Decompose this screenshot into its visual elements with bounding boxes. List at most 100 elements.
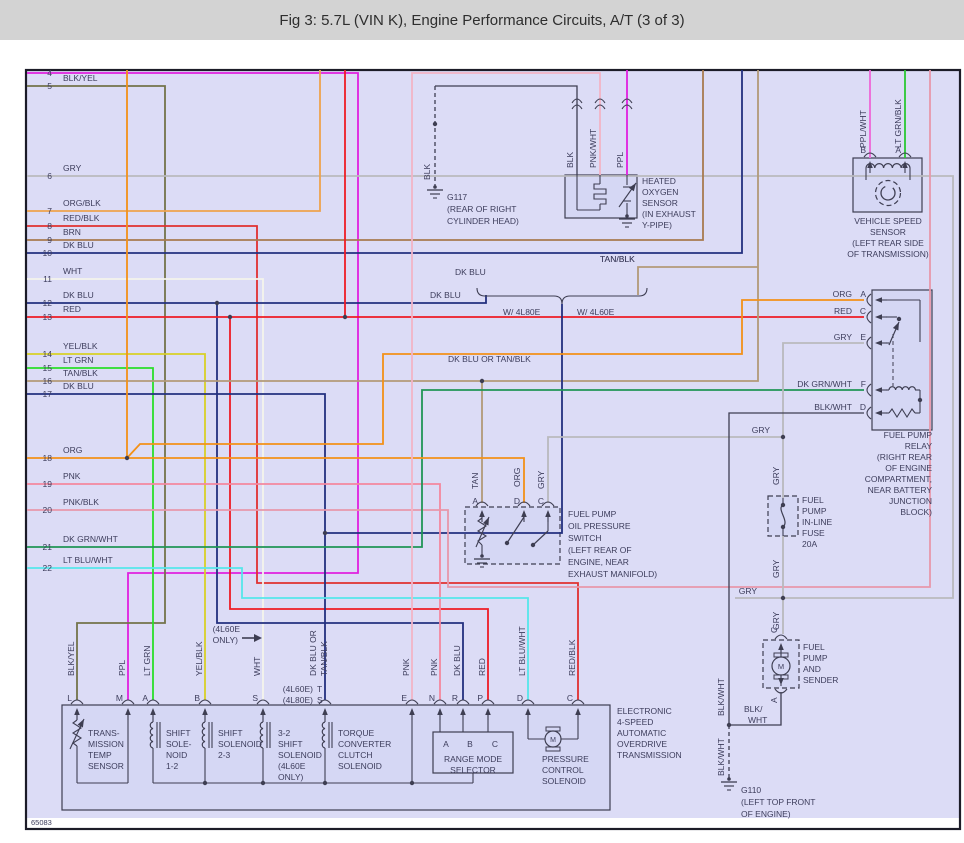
- diagram-label: RANGE MODE: [444, 754, 502, 764]
- glyph-heater: [593, 183, 607, 205]
- junction-dot: [780, 434, 786, 440]
- diagram-label: SOLE-: [166, 739, 192, 749]
- wire-16-tanblk: [27, 70, 759, 382]
- diagram-label: NOID: [166, 750, 187, 760]
- diagram-label: E: [401, 693, 407, 703]
- pins-switch: [475, 501, 555, 522]
- glyph-tempres: [69, 718, 85, 750]
- glyph-fuses: [780, 504, 786, 528]
- diagram-label: ENGINE, NEAR: [568, 557, 629, 567]
- diagram-label: CLUTCH: [338, 750, 372, 760]
- diagram-label: COMPARTMENT,: [865, 474, 932, 484]
- diagram-label: DK BLU: [452, 645, 462, 676]
- diagram-label: BLK/WHT: [716, 738, 726, 776]
- diagram-label: BLK/WHT: [716, 678, 726, 716]
- diagram-label: RED: [834, 306, 852, 316]
- diagram-label: GRY: [771, 466, 781, 485]
- break-icon: [621, 98, 633, 104]
- diagram-label: YEL/BLK: [194, 641, 204, 676]
- diagram-label: 7: [47, 206, 52, 216]
- diagram-label: RED/BLK: [63, 213, 100, 223]
- glyph-relayguts: [888, 321, 916, 419]
- diagram-label: PNK: [429, 658, 439, 676]
- pin-arc: [198, 699, 212, 705]
- pin-arc: [146, 699, 160, 705]
- pin-arc: [571, 699, 585, 705]
- pin-arrow: [875, 387, 882, 393]
- pin-arc: [866, 406, 872, 420]
- range-mode-selector-box: [432, 731, 514, 774]
- diagram-label: 20A: [802, 539, 817, 549]
- pin-arc: [866, 293, 872, 307]
- diagram-label: GRY: [63, 163, 82, 173]
- diagram-label: N: [429, 693, 435, 703]
- junction-dot: [409, 780, 415, 786]
- diagram-label: FUEL: [802, 495, 824, 505]
- diagram-label: F: [861, 379, 866, 389]
- pin-arc: [456, 699, 470, 705]
- wire-7-orgblk: [27, 70, 321, 212]
- wire-18-org: [27, 457, 525, 503]
- diagram-label: S: [317, 695, 323, 705]
- ground-symbols: [427, 185, 737, 791]
- diagram-label: B: [860, 145, 866, 155]
- diagram-label: 13: [43, 312, 53, 322]
- diagram-label: SENSOR: [88, 761, 124, 771]
- diagram-label: DK BLU: [63, 381, 94, 391]
- diagram-label: ORG/BLK: [63, 198, 101, 208]
- diagram-label: PUMP: [803, 653, 828, 663]
- diagram-label: 22: [43, 563, 53, 573]
- diagram-label: A: [895, 145, 901, 155]
- diagram-label: 11: [43, 274, 52, 284]
- diagram-label: 2-3: [218, 750, 231, 760]
- diagram-label: PPL: [117, 660, 127, 676]
- diagram-label: JUNCTION: [889, 496, 932, 506]
- glyph-brace: [476, 287, 648, 305]
- diagram-label: TAN/BLK: [600, 254, 635, 264]
- diagram-label: DK BLU: [455, 267, 486, 277]
- diagram-label: GRY: [739, 586, 758, 596]
- diagram-label: D: [514, 496, 520, 506]
- diagram-label: DK BLU OR TAN/BLK: [448, 354, 531, 364]
- diagram-label: OF ENGINE): [741, 809, 791, 819]
- diagram-label: 1-2: [166, 761, 179, 771]
- diagram-label: PNK/WHT: [588, 129, 598, 168]
- diagram-label: C: [769, 627, 779, 633]
- diagram-label: AND: [803, 664, 821, 674]
- wire-o2-pnkwht: [411, 72, 601, 700]
- diagram-label: SENDER: [803, 675, 838, 685]
- diagram-label: M: [550, 737, 556, 744]
- diagram-label: FUSE: [802, 528, 825, 538]
- diagram-label: B: [194, 693, 200, 703]
- wire-12-branch-dkblu: [217, 295, 487, 304]
- glyph-switchblades: [506, 516, 549, 546]
- diagram-label: TRANS-: [88, 728, 120, 738]
- diagram-label: PRESSURE: [542, 754, 589, 764]
- diagram-label: (4L60E: [278, 761, 306, 771]
- diagram-label: 16: [43, 376, 53, 386]
- diagram-label: P: [477, 693, 483, 703]
- diagram-label: R: [452, 693, 458, 703]
- diagram-label: ORG: [63, 445, 82, 455]
- fuel-pump-relay-box: [871, 289, 933, 431]
- wire-11-wht: [27, 278, 264, 700]
- diagram-label: DK BLU OR: [308, 630, 318, 676]
- diagram-label: SENSOR: [642, 198, 678, 208]
- wire-20-pnkblk: [27, 70, 931, 588]
- diagram-label: SELECTOR: [450, 765, 496, 775]
- glyph-motor: [771, 652, 791, 680]
- diagram-label: S: [252, 693, 258, 703]
- junction-dot: [780, 595, 786, 601]
- wire-10-dkblu: [27, 70, 743, 254]
- pin-arc: [405, 699, 419, 705]
- diagram-label: W/ 4L80E: [503, 307, 541, 317]
- diagram-label: A: [860, 289, 866, 299]
- junction-dot: [124, 455, 130, 461]
- junction-dot: [917, 397, 923, 403]
- diagram-label: SHIFT: [218, 728, 243, 738]
- pin-arc: [898, 152, 912, 158]
- pin-arc: [121, 699, 135, 705]
- diagram-label: RED/BLK: [567, 639, 577, 676]
- glyph-coil: [259, 721, 271, 749]
